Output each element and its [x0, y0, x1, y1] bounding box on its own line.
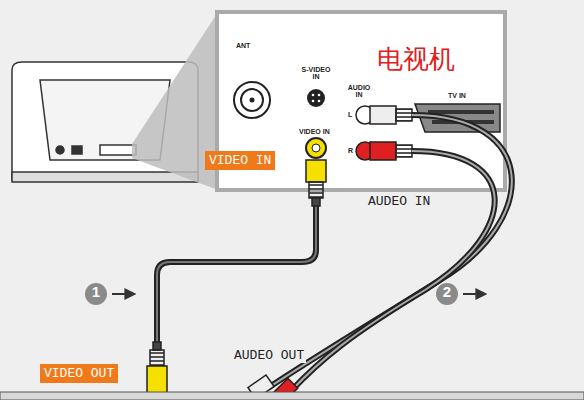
port-name: TV IN	[448, 92, 466, 99]
audio-jacks	[356, 106, 412, 160]
port-name: VIDEO IN	[299, 128, 330, 135]
port-tag-box: VIDEO IN	[205, 151, 275, 170]
yellow-plug-top	[306, 160, 326, 206]
s-video-socket	[307, 89, 325, 107]
video-cable-core	[157, 205, 316, 350]
port-label: AUDEO OUT	[232, 348, 306, 363]
callout-number: 1	[85, 283, 107, 305]
video-in-jack	[306, 138, 326, 158]
channel-letter: R	[348, 147, 353, 154]
port-name: ANT	[236, 42, 250, 49]
port-label: AUDEO IN	[366, 194, 432, 209]
port-name: AUDIO IN	[344, 84, 374, 98]
audio-cable-r	[290, 151, 495, 392]
callout-circle	[436, 283, 458, 305]
callout-circle	[85, 283, 107, 305]
callout-arrow	[463, 293, 485, 295]
yellow-plug-bottom	[147, 342, 167, 400]
tv-panel-title: 电视机	[377, 42, 505, 77]
channel-letter: L	[348, 111, 352, 118]
port-tag: VIDEO OUT	[40, 364, 118, 383]
port-tag: VIDEO IN	[205, 151, 275, 170]
video-cable	[157, 205, 316, 350]
audio-cable-r-core	[290, 151, 495, 392]
port-name: S-VIDEO IN	[298, 66, 334, 80]
ant-socket	[234, 82, 270, 118]
callout-arrow	[112, 293, 134, 295]
callout-number: 2	[436, 283, 458, 305]
player-device	[0, 392, 584, 400]
port-tag-box: VIDEO OUT	[40, 364, 118, 383]
